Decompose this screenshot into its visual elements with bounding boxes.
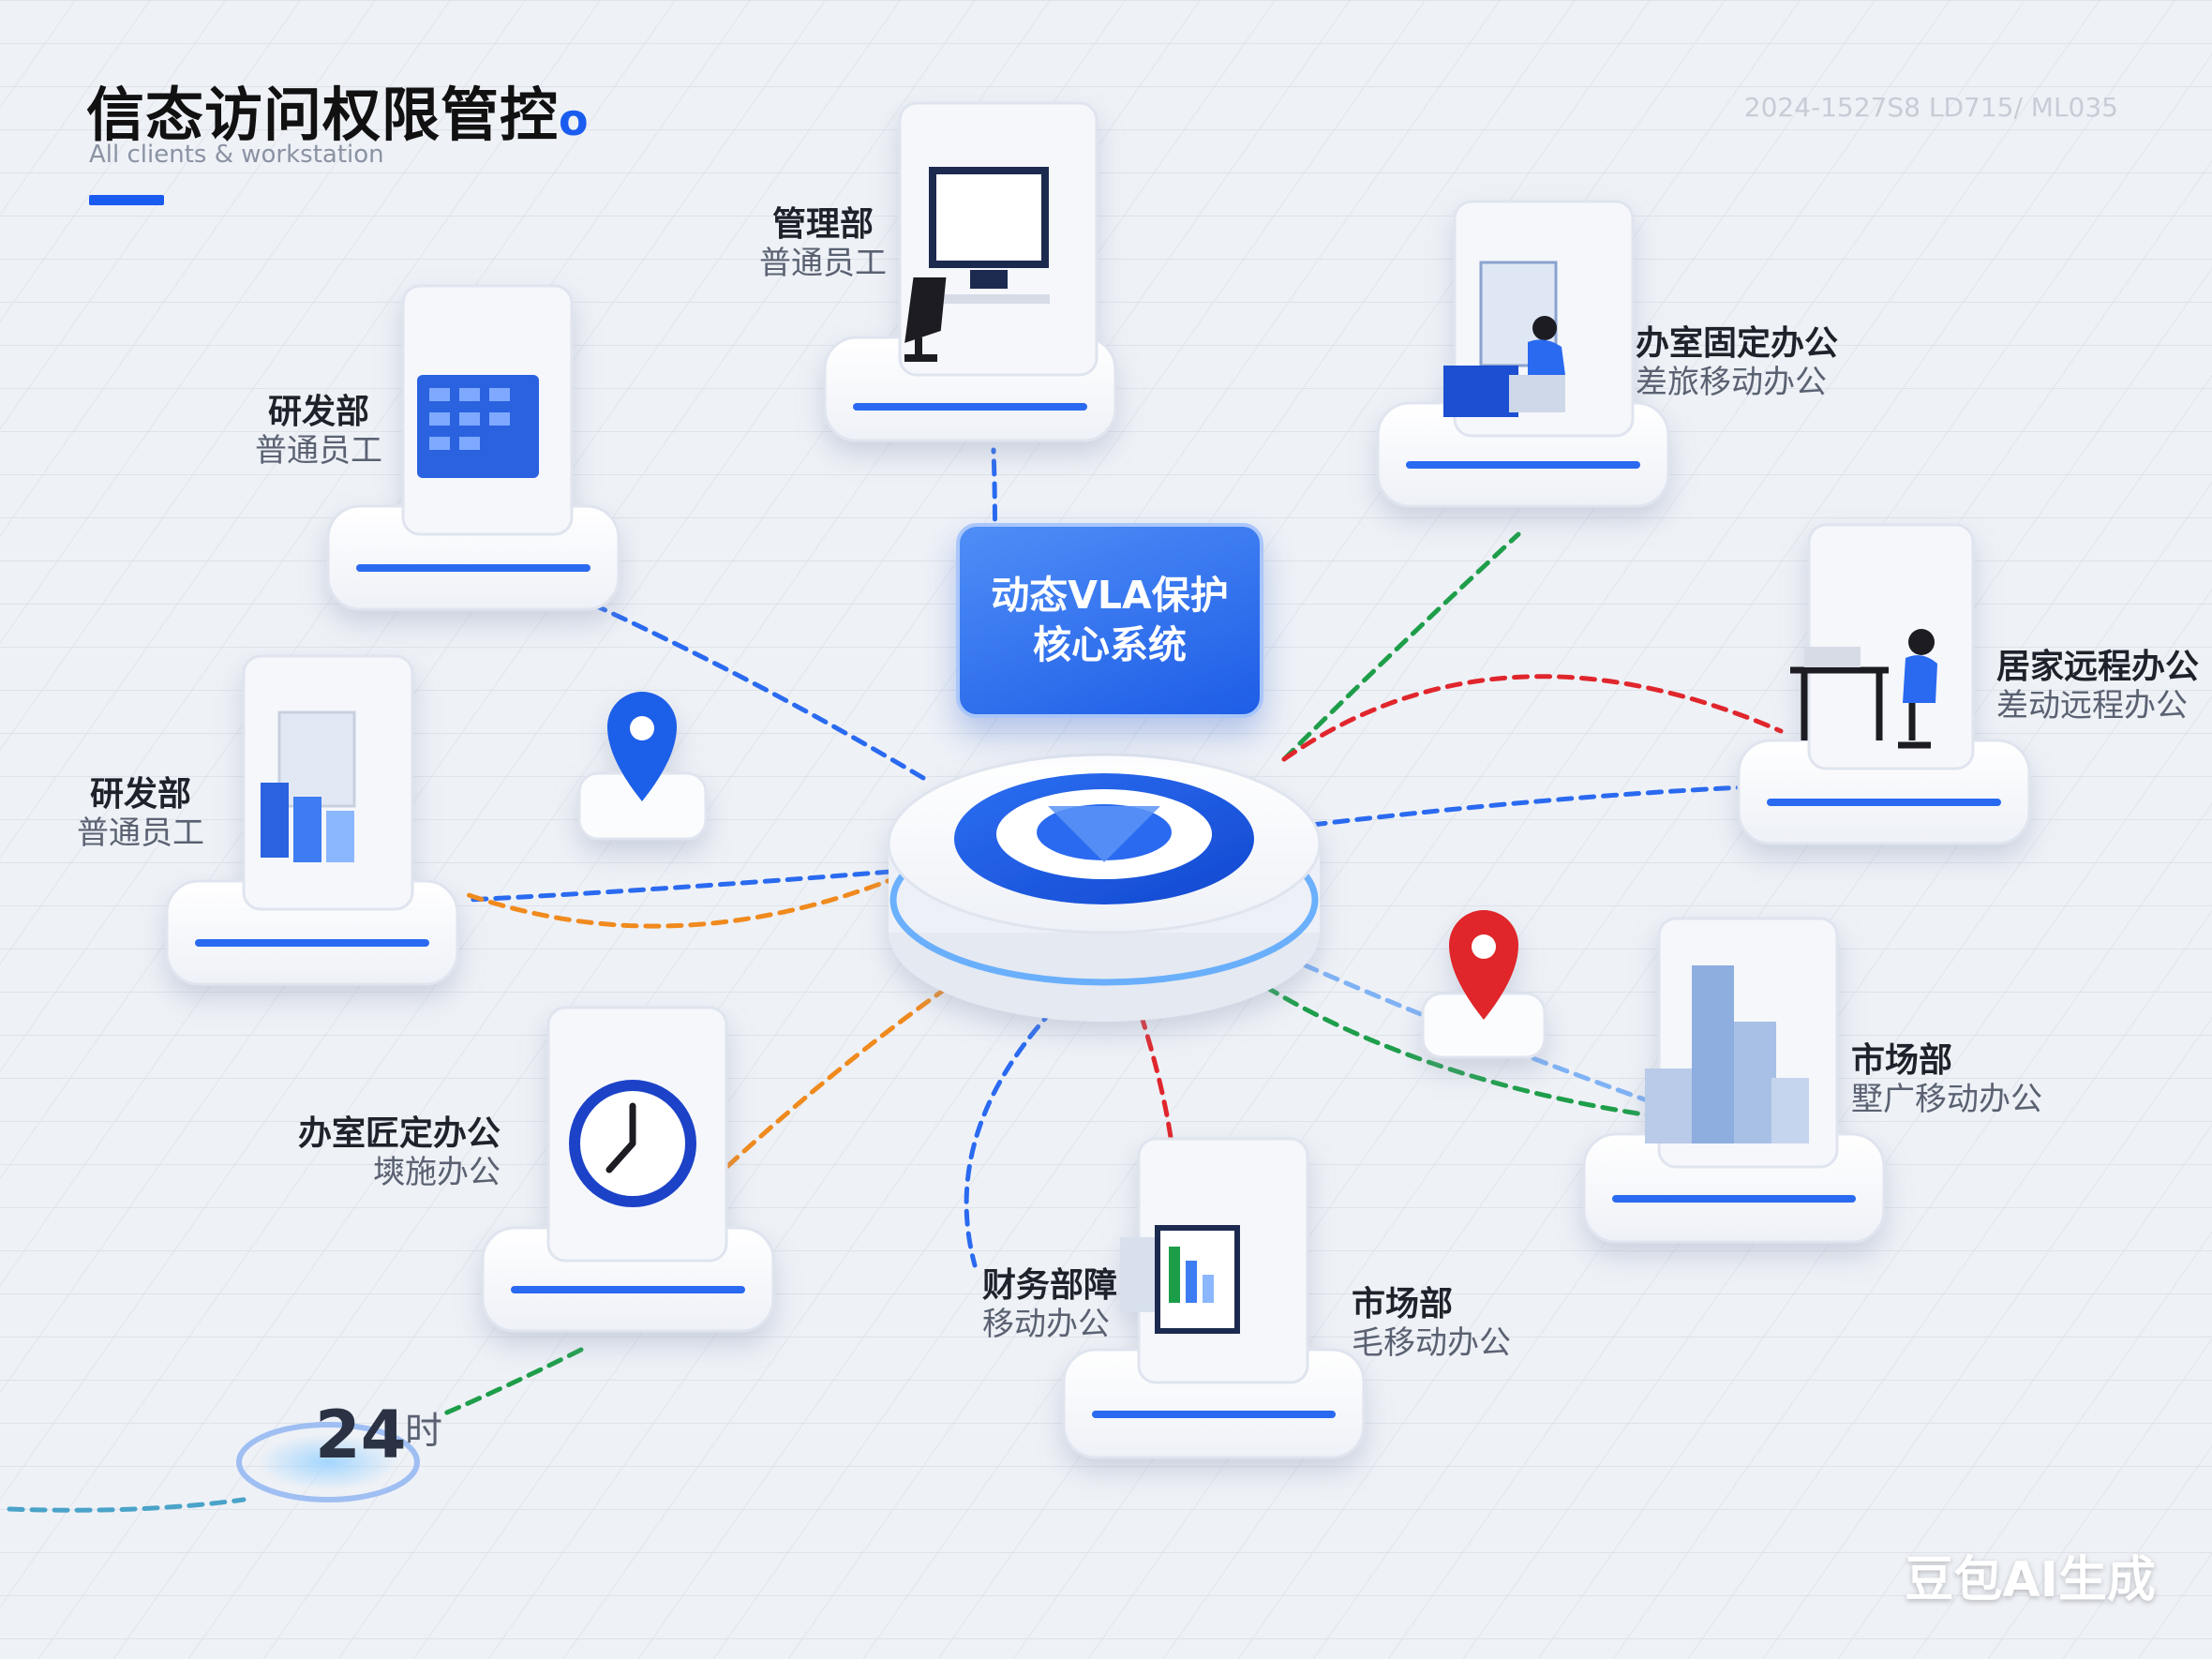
chart-screen-icon xyxy=(1120,1225,1240,1334)
buildings-icon xyxy=(1645,965,1809,1143)
location-pin-right xyxy=(1421,910,1547,1059)
core-system xyxy=(887,753,1322,1022)
link-left-blue xyxy=(466,869,893,903)
node-label-right[interactable]: 居家远程办公 差动远程办公 xyxy=(1996,648,2200,725)
core-line2: 核心系统 xyxy=(1033,622,1187,667)
timer-unit: 时 xyxy=(405,1410,442,1453)
link-timer xyxy=(438,1347,584,1418)
node-platform-right xyxy=(1737,523,2031,845)
link-bottom-right xyxy=(1131,991,1174,1146)
remote-worker-icon xyxy=(1790,629,1937,749)
location-pin-left xyxy=(577,692,708,841)
node-platform-left xyxy=(165,654,459,986)
node-label-bottom-mid[interactable]: 财务部障 移动办公 xyxy=(982,1266,1118,1344)
node-label-bottom-right[interactable]: 市场部 毛移动办公 xyxy=(1352,1285,1511,1363)
node-platform-upper-right xyxy=(1376,200,1670,508)
link-bottom-left xyxy=(719,972,968,1174)
timer-value: 24 xyxy=(315,1397,407,1473)
link-left-orange xyxy=(466,874,903,929)
link-upper-right xyxy=(1281,531,1521,762)
connection-lines xyxy=(7,447,1784,1513)
node-platform-upper-left xyxy=(326,284,620,611)
node-label-left[interactable]: 研发部 普通员工 xyxy=(77,775,204,853)
node-platform-bottom-left xyxy=(481,1006,775,1333)
title-dot: o xyxy=(559,95,590,145)
node-platform-bottom-mid xyxy=(1062,1137,1366,1459)
node-label-upper-right[interactable]: 办室固定办公 差旅移动办公 xyxy=(1636,324,1839,402)
node-label-bottom-left[interactable]: 办室匠定办公 塽施办公 xyxy=(298,1114,501,1192)
title-accent-bar xyxy=(89,195,164,205)
node-label-upper-left[interactable]: 研发部 普通员工 xyxy=(255,393,382,471)
link-timer-left xyxy=(7,1497,247,1513)
core-line1: 动态VLA保护 xyxy=(991,572,1229,618)
ai-watermark: 豆包AI生成 xyxy=(1905,1552,2156,1608)
timer-ring xyxy=(236,1422,420,1502)
node-platform-top xyxy=(823,101,1117,442)
clock-icon xyxy=(569,1080,696,1207)
timestamp: 2024-1527S8 LD715/ ML035 xyxy=(1743,92,2118,123)
office-worker-icon xyxy=(1443,261,1565,417)
monitor-desk-icon xyxy=(904,167,1050,362)
page-title: 信态访问权限管控o xyxy=(86,81,590,149)
node-platform-lower-right xyxy=(1582,917,1886,1244)
node-label-top[interactable]: 管理部 普通员工 xyxy=(759,205,887,283)
link-right-blue xyxy=(1309,785,1746,828)
link-upper-left xyxy=(560,588,926,781)
calendar-monitor-icon xyxy=(417,375,539,478)
core-system-card[interactable]: 动态VLA保护 核心系统 xyxy=(956,523,1263,718)
link-right-red xyxy=(1281,674,1784,762)
page-subtitle: All clients & workstation xyxy=(89,141,384,169)
node-label-lower-right[interactable]: 市场部 墅广移动办公 xyxy=(1851,1041,2042,1119)
node-platforms xyxy=(165,101,2031,1502)
link-bottom-mid xyxy=(964,991,1071,1268)
document-chart-icon xyxy=(261,710,356,862)
link-lower-right-green xyxy=(1244,972,1652,1118)
